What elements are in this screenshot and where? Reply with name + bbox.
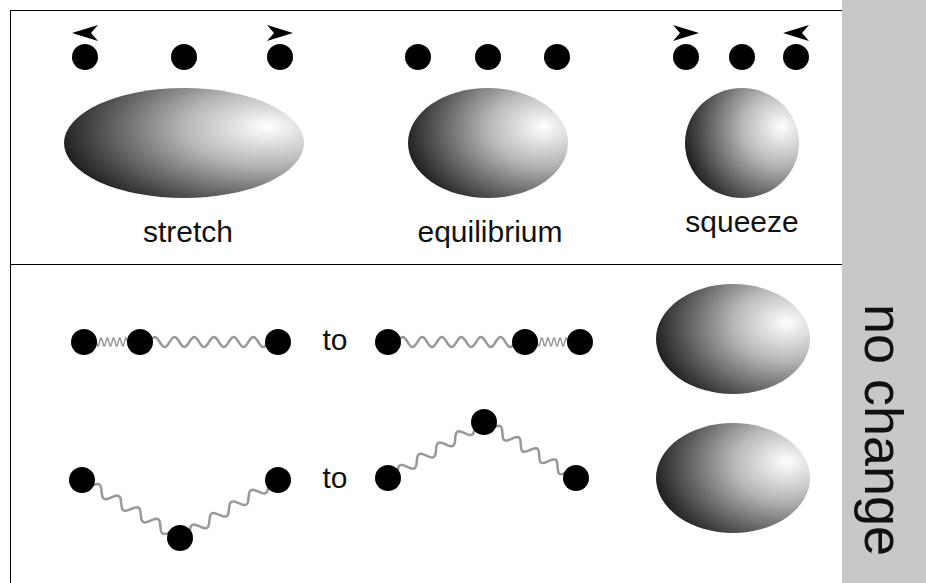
molecule-shape [64, 88, 304, 198]
motion-arrow [72, 25, 98, 41]
spring-bond [180, 478, 278, 540]
motion-arrow [783, 25, 809, 41]
molecule-shape [408, 88, 568, 198]
spring-bond [388, 420, 484, 480]
atom-dot [265, 467, 291, 493]
atom-dot [171, 44, 197, 70]
atom-dot [375, 465, 401, 491]
atom-dot [512, 329, 538, 355]
atom-dot [783, 44, 809, 70]
atom-dot [729, 44, 755, 70]
spring-bond [484, 422, 576, 478]
atom-dot [673, 44, 699, 70]
atom-dot [567, 329, 593, 355]
atom-dot [69, 467, 95, 493]
transition-word: to [322, 325, 347, 355]
band-caption: no change [857, 304, 911, 556]
atom-dot [475, 44, 501, 70]
molecule-shape [656, 284, 810, 394]
atom-dot [375, 329, 401, 355]
atom-dot [167, 525, 193, 551]
frame [11, 11, 851, 583]
spring-bond [140, 337, 278, 347]
atom-dot [72, 44, 98, 70]
motion-arrow [673, 25, 699, 41]
motion-arrow [267, 25, 293, 41]
molecule-shape [656, 423, 810, 533]
atom-dot [563, 465, 589, 491]
atom-dot [544, 44, 570, 70]
atom-dot [71, 329, 97, 355]
state-label: stretch [143, 217, 233, 247]
atom-dot [405, 44, 431, 70]
spring-bond [388, 337, 525, 347]
shapes [64, 25, 810, 551]
atom-dot [265, 329, 291, 355]
side-band: no change [842, 0, 926, 583]
divider [10, 264, 842, 265]
molecule-shape [685, 88, 799, 198]
state-label: squeeze [685, 207, 798, 237]
atom-dot [267, 44, 293, 70]
transition-word: to [322, 463, 347, 493]
spring-bond [82, 480, 180, 538]
atom-dot [471, 409, 497, 435]
atom-dot [127, 329, 153, 355]
state-label: equilibrium [417, 217, 562, 247]
